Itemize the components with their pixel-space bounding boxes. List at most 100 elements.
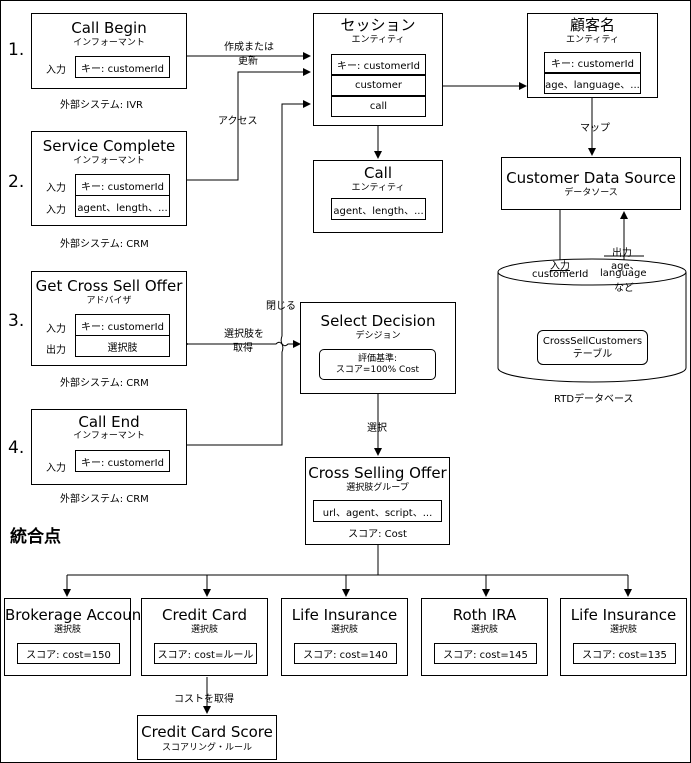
call-end-input-label: 入力 — [46, 463, 66, 474]
service-complete-caption: 外部システム: CRM — [60, 239, 149, 250]
call-entity-title: Call — [363, 164, 392, 182]
choice-roth-ira[interactable]: Roth IRA 選択肢 スコア: cost=145 — [421, 598, 548, 676]
label-db-attrs-2: language — [600, 268, 647, 279]
session-title: セッション — [340, 16, 416, 34]
label-access: アクセス — [218, 116, 258, 127]
session-subtitle: エンティティ — [351, 35, 405, 45]
customer-name-entity[interactable]: 顧客名 エンティティ キー: customerId age、language、.… — [527, 13, 658, 98]
choice-3-subtitle: 選択肢 — [330, 625, 358, 635]
credit-card-score-rule[interactable]: Credit Card Score スコアリング・ルール — [137, 715, 277, 760]
get-cross-sell-offer-output-field: 選択肢 — [75, 335, 170, 357]
call-entity-field: agent、length、... — [331, 198, 426, 220]
cross-selling-offer-group[interactable]: Cross Selling Offer 選択肢グループ url、agent、sc… — [305, 457, 450, 545]
cross-sell-customers-table[interactable]: CrossSellCustomers テーブル — [537, 330, 648, 365]
service-complete-input-label-2: 入力 — [46, 205, 66, 216]
choice-2-title: Credit Card — [162, 606, 247, 624]
service-complete-title: Service Complete — [42, 137, 176, 155]
call-entity[interactable]: Call エンティティ agent、length、... — [313, 160, 443, 233]
choice-3-score: スコア: cost=140 — [294, 643, 397, 664]
service-complete-informant[interactable]: Service Complete インフォーマント 入力 キー: custome… — [31, 131, 187, 226]
label-close: 閉じる — [266, 301, 296, 312]
label-db-key: customerId — [532, 269, 589, 280]
choice-4-subtitle: 選択肢 — [470, 625, 498, 635]
label-db-attrs-3: など — [614, 283, 634, 294]
customer-name-key-field: キー: customerId — [544, 52, 641, 73]
step-number-4: 4. — [8, 438, 25, 458]
rtd-database-cylinder — [497, 258, 687, 383]
get-cross-sell-offer-key-field: キー: customerId — [75, 314, 170, 336]
service-complete-key-field: キー: customerId — [75, 174, 170, 196]
call-end-caption: 外部システム: CRM — [60, 494, 149, 505]
get-cross-sell-offer-caption: 外部システム: CRM — [60, 378, 149, 389]
step-number-3: 3. — [8, 311, 25, 331]
customer-data-source-subtitle: データソース — [564, 188, 618, 198]
get-cross-sell-offer-input-label: 入力 — [46, 324, 66, 335]
criteria-line-1: 評価基準: — [357, 353, 398, 364]
choice-2-score: スコア: cost=ルール — [154, 643, 257, 664]
customer-data-source[interactable]: Customer Data Source データソース — [501, 157, 681, 210]
call-end-subtitle: インフォーマント — [73, 431, 145, 441]
get-cross-sell-offer-subtitle: アドバイザ — [86, 296, 132, 306]
choice-life-insurance-2[interactable]: Life Insurance 選択肢 スコア: cost=135 — [560, 598, 687, 676]
label-get-choice-2: 取得 — [233, 343, 253, 354]
label-map: マップ — [580, 123, 610, 134]
call-entity-subtitle: エンティティ — [351, 183, 405, 193]
choice-4-score: スコア: cost=145 — [434, 643, 537, 664]
customer-name-attributes-field: age、language、... — [544, 73, 641, 94]
session-customer-field: customer — [331, 75, 426, 96]
choice-5-subtitle: 選択肢 — [609, 625, 637, 635]
choice-2-subtitle: 選択肢 — [190, 625, 218, 635]
customer-name-subtitle: エンティティ — [566, 35, 619, 45]
offer-group-subtitle: 選択肢グループ — [346, 483, 409, 493]
label-db-output: 出力 — [612, 248, 632, 259]
scoring-rule-title: Credit Card Score — [141, 723, 273, 741]
select-decision-title: Select Decision — [320, 312, 436, 330]
criteria-line-2: スコア=100% Cost — [335, 364, 420, 375]
call-end-title: Call End — [78, 413, 140, 431]
table-title: CrossSellCustomers — [542, 336, 643, 347]
label-db-input: 入力 — [550, 261, 570, 272]
service-complete-field-2: agent、length、... — [75, 195, 170, 217]
choice-life-insurance-1[interactable]: Life Insurance 選択肢 スコア: cost=140 — [281, 598, 408, 676]
session-key-field: キー: customerId — [331, 54, 426, 75]
choice-3-title: Life Insurance — [291, 606, 398, 624]
session-entity[interactable]: セッション エンティティ キー: customerId customer cal… — [313, 13, 443, 126]
table-subtitle: テーブル — [572, 349, 613, 360]
get-cross-sell-offer-advisor[interactable]: Get Cross Sell Offer アドバイザ 入力 キー: custom… — [31, 271, 187, 366]
choice-1-title: Brokerage Account — [5, 606, 148, 624]
get-cross-sell-offer-title: Get Cross Sell Offer — [35, 277, 183, 295]
arrow-get-choice — [181, 340, 301, 348]
choice-1-subtitle: 選択肢 — [53, 625, 81, 635]
arrow-callend-to-session — [187, 100, 311, 446]
label-get-choice-1: 選択肢を — [224, 329, 264, 340]
call-end-key-field: キー: customerId — [75, 450, 170, 472]
label-db-attrs-1: age、 — [611, 261, 640, 272]
select-decision-criteria: 評価基準: スコア=100% Cost — [319, 349, 436, 380]
call-begin-key-field: キー: customerId — [75, 56, 170, 78]
select-decision-subtitle: デシジョン — [355, 331, 401, 341]
label-select: 選択 — [367, 423, 387, 434]
customer-data-source-title: Customer Data Source — [506, 169, 676, 187]
scoring-rule-subtitle: スコアリング・ルール — [161, 743, 252, 753]
offer-group-field: url、agent、script、... — [313, 500, 442, 522]
call-begin-informant[interactable]: Call Begin インフォーマント 入力 キー: customerId — [31, 13, 187, 89]
call-begin-caption: 外部システム: IVR — [60, 100, 143, 111]
customer-name-title: 顧客名 — [569, 16, 615, 34]
service-complete-input-label: 入力 — [46, 183, 66, 194]
label-create-update-2: 更新 — [238, 56, 258, 67]
choice-brokerage-account[interactable]: Brokerage Account 選択肢 スコア: cost=150 — [4, 598, 148, 676]
call-end-informant[interactable]: Call End インフォーマント 入力 キー: customerId — [31, 409, 187, 485]
choice-credit-card[interactable]: Credit Card 選択肢 スコア: cost=ルール — [141, 598, 268, 676]
choice-5-score: スコア: cost=135 — [573, 643, 676, 664]
choice-4-title: Roth IRA — [452, 606, 517, 624]
step-number-2: 2. — [8, 172, 25, 192]
call-begin-title: Call Begin — [71, 19, 147, 37]
get-cross-sell-offer-output-label: 出力 — [46, 345, 66, 356]
arrow-service-to-session — [187, 68, 311, 181]
offer-group-score: スコア: Cost — [348, 529, 407, 540]
select-decision[interactable]: Select Decision デシジョン 評価基準: スコア=100% Cos… — [300, 302, 456, 394]
label-get-cost: コストを取得 — [174, 694, 234, 705]
session-call-field: call — [331, 96, 426, 117]
step-number-1: 1. — [8, 40, 25, 60]
